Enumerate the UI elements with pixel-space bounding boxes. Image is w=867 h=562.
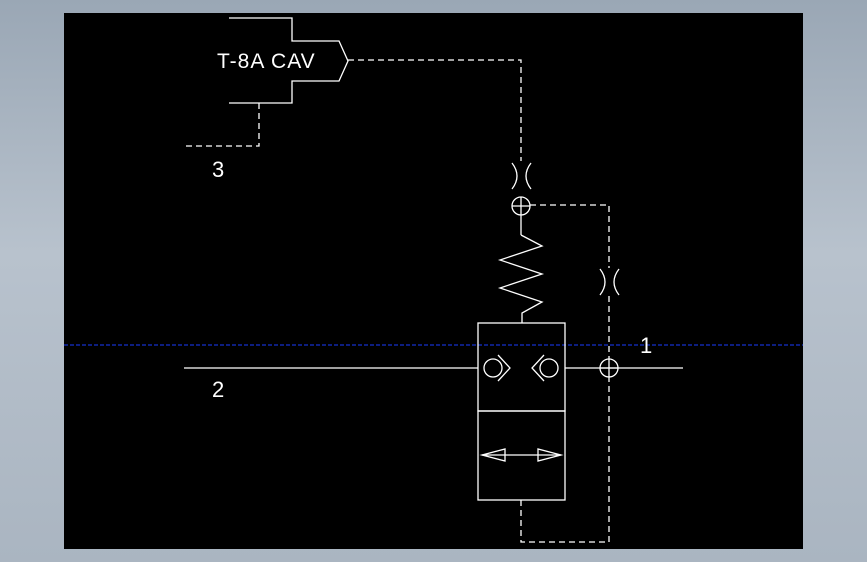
double-arrow-icon — [479, 448, 564, 462]
port-1-label: 1 — [640, 333, 652, 358]
upper-orifice-icon — [511, 162, 532, 190]
cavity-pilot-line — [348, 59, 522, 161]
cavity-outline — [229, 17, 349, 104]
top-junction-icon — [511, 196, 531, 216]
left-check-valve-icon — [483, 354, 511, 382]
spring-icon — [497, 234, 545, 323]
valve-tag-label: T-8A CAV — [217, 50, 316, 73]
hydraulic-schematic: T-8A CAV 3 — [64, 17, 803, 543]
cad-viewport[interactable]: T-8A CAV 3 — [64, 13, 803, 549]
right-check-valve-icon — [531, 354, 559, 382]
right-orifice-icon — [599, 268, 620, 296]
valve-upper-block — [477, 322, 566, 412]
port-3-label: 3 — [212, 157, 224, 182]
bottom-pilot-loop — [520, 377, 610, 543]
right-pilot-line — [530, 204, 610, 268]
port-2-label: 2 — [212, 377, 224, 402]
port-3-pilot-line — [184, 103, 260, 147]
port-1-junction-icon — [599, 358, 619, 378]
